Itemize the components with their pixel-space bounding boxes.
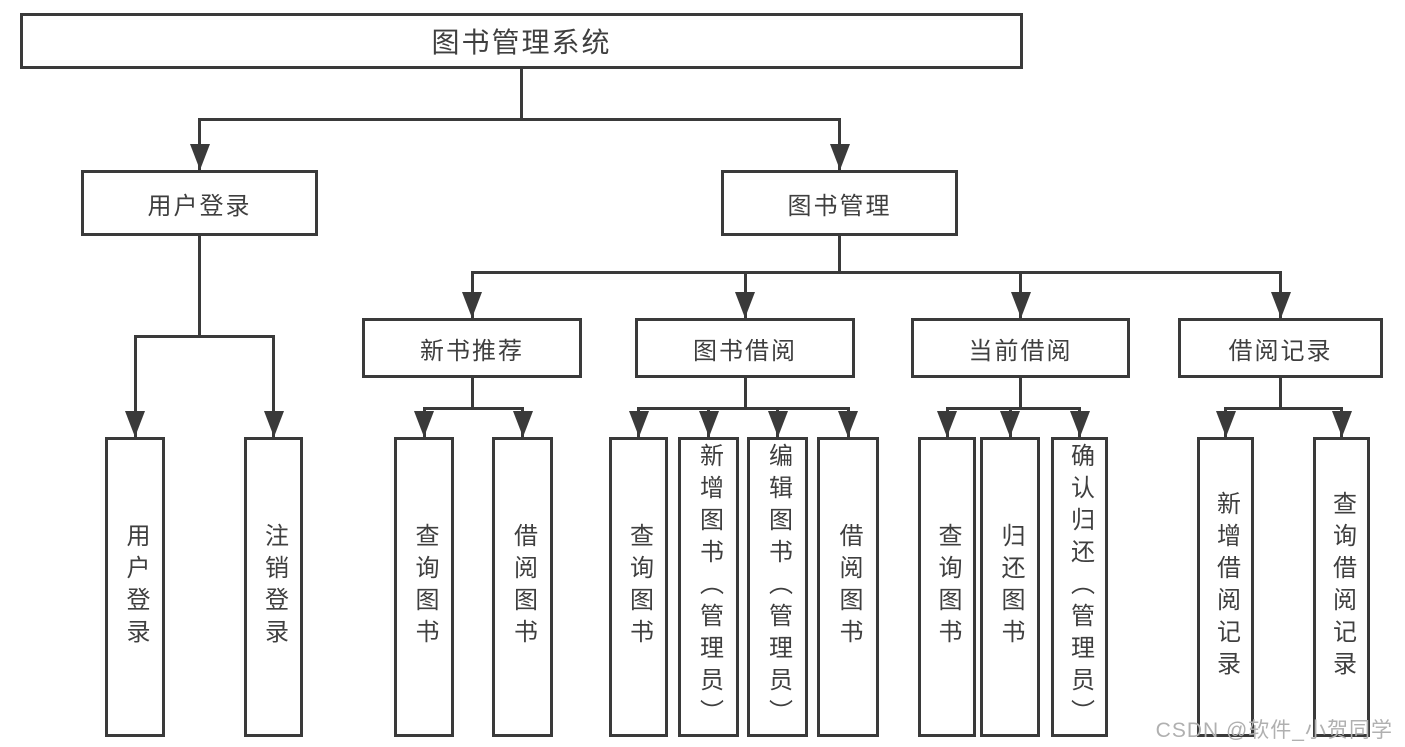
connector-stem-book-management [838,236,841,274]
arrow-down-icon [1069,411,1090,437]
node-bb-add-books: 新增图书（管理员） [678,437,739,737]
connector-stem-current-borrowing [1019,378,1022,410]
node-label-root: 图书管理系统 [431,27,612,58]
node-user-login-branch: 用户登录 [81,170,318,236]
arrow-down-icon [1331,411,1352,437]
node-label-borrowing-records: 借阅记录 [1228,337,1333,365]
connector-stem-book-borrowing [743,378,747,410]
node-label-new-book-recommend: 新书推荐 [420,337,524,365]
connector-crossbar-root [198,118,841,121]
arrow-down-icon [1000,411,1020,437]
connector-drop-logout [272,335,275,437]
node-user-login: 用户登录 [105,437,165,737]
arrow-down-icon [1215,411,1236,437]
node-label-current-borrowing: 当前借阅 [968,337,1073,365]
node-book-management: 图书管理 [721,170,958,236]
node-label-user-login: 用户登录 [122,523,149,651]
node-label-logout: 注销登录 [260,523,288,651]
arrow-down-icon [263,411,284,437]
connector-stem-user-login-branch [198,236,201,338]
node-label-bb-add-books: 新增图书（管理员） [695,443,723,731]
arrow-down-icon [937,411,957,437]
arrow-down-icon [628,411,649,437]
node-label-br-query-record: 查询借阅记录 [1328,491,1356,683]
node-book-borrowing: 图书借阅 [635,318,855,378]
node-nbr-query-books: 查询图书 [394,437,454,737]
node-bb-borrow-books: 借阅图书 [817,437,879,737]
arrow-down-icon [125,411,145,437]
node-br-query-record: 查询借阅记录 [1313,437,1370,737]
node-logout: 注销登录 [244,437,303,737]
arrow-down-icon [512,411,533,437]
connector-crossbar-new-book-recommend [422,407,524,410]
arrow-down-icon [189,144,210,170]
node-label-user-login-branch: 用户登录 [147,192,252,220]
node-label-cb-confirm-return: 确认归还（管理员） [1066,443,1094,731]
csdn-watermark: CSDN @软件_小贺同学 [1155,719,1393,742]
node-label-cb-query-books: 查询图书 [934,523,961,651]
arrow-down-icon [414,411,434,437]
node-label-cb-return-books: 归还图书 [997,523,1024,651]
connector-stem-borrowing-records [1279,378,1282,410]
connector-crossbar-current-borrowing [945,407,1081,410]
arrow-down-icon [698,411,719,437]
arrow-down-icon [462,292,482,318]
node-label-book-borrowing: 图书借阅 [693,337,797,365]
node-label-bb-borrow-books: 借阅图书 [835,523,862,651]
node-cb-query-books: 查询图书 [918,437,976,737]
arrow-down-icon [1010,292,1031,318]
node-label-bb-edit-books: 编辑图书（管理员） [764,443,792,731]
node-cb-return-books: 归还图书 [980,437,1040,737]
node-br-add-record: 新增借阅记录 [1197,437,1254,737]
node-borrowing-records: 借阅记录 [1178,318,1383,378]
node-new-book-recommend: 新书推荐 [362,318,582,378]
node-bb-query-books: 查询图书 [609,437,668,737]
node-label-nbr-query-books: 查询图书 [411,523,438,651]
arrow-down-icon [767,411,788,437]
connector-stem-new-book-recommend [470,378,474,410]
connector-drop-user-login [133,335,137,437]
connector-stem-root [520,69,523,121]
node-label-bb-query-books: 查询图书 [625,523,653,651]
node-label-nbr-borrow-books: 借阅图书 [509,523,537,651]
arrow-down-icon [735,292,755,318]
node-bb-edit-books: 编辑图书（管理员） [747,437,808,737]
arrow-down-icon [1270,292,1291,318]
connector-crossbar-book-management [470,271,1282,274]
connector-crossbar-user-login-branch [133,335,275,338]
connector-crossbar-borrowing-records [1224,407,1343,410]
node-cb-confirm-return: 确认归还（管理员） [1051,437,1108,737]
node-nbr-borrow-books: 借阅图书 [492,437,553,737]
node-label-book-management: 图书管理 [787,192,892,220]
connector-crossbar-book-borrowing [637,407,850,410]
node-current-borrowing: 当前借阅 [911,318,1130,378]
node-label-br-add-record: 新增借阅记录 [1212,491,1240,683]
arrow-down-icon [838,411,858,437]
arrow-down-icon [829,144,850,170]
node-root: 图书管理系统 [20,13,1023,69]
